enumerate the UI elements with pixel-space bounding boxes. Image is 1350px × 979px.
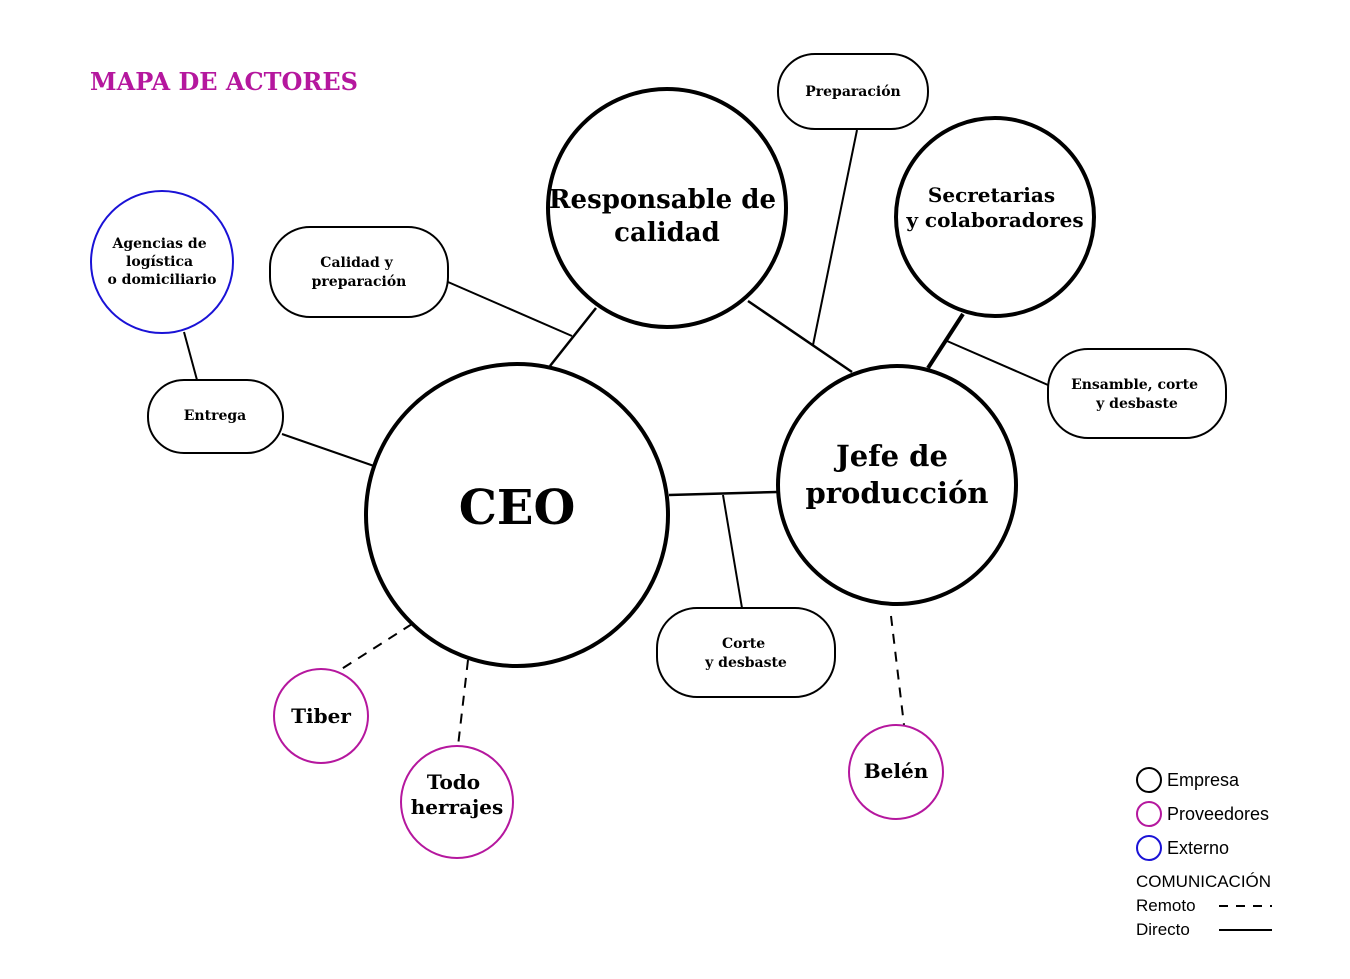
legend-proveedores-label: Proveedores bbox=[1167, 804, 1269, 824]
legend-remoto-label: Remoto bbox=[1136, 896, 1196, 915]
legend-directo-label: Directo bbox=[1136, 920, 1190, 939]
edge-ceo-todo bbox=[457, 659, 469, 747]
pill-ensamble: Ensamble, corte y desbaste bbox=[1047, 348, 1227, 439]
edge-entrega-agencias bbox=[183, 331, 198, 381]
legend: Empresa Proveedores Externo COMUNICACIÓN… bbox=[1136, 767, 1272, 939]
edge-responsable-jefe bbox=[747, 299, 853, 374]
legend-empresa-label: Empresa bbox=[1167, 770, 1240, 790]
tiber-circle bbox=[273, 668, 369, 764]
responsable-line-2: calidad bbox=[614, 218, 720, 248]
ensamble-line-2: y desbaste bbox=[1095, 396, 1178, 412]
secretarias-line-2: y colaboradores bbox=[905, 208, 1083, 232]
remote-connections bbox=[339, 615, 905, 747]
pill-entrega: Entrega bbox=[147, 379, 284, 454]
jefe-line-1: Jefe de bbox=[833, 439, 948, 473]
todo-label: Todo herrajes bbox=[411, 770, 504, 819]
calidad-line-1: Calidad y bbox=[320, 255, 393, 271]
jefe-line-2: producción bbox=[805, 476, 988, 510]
edge-corte-label bbox=[722, 494, 743, 609]
calidad-pill-shape bbox=[269, 226, 449, 318]
jefe-circle bbox=[776, 364, 1018, 606]
secretarias-circle bbox=[894, 116, 1096, 318]
preparacion-pill-shape bbox=[777, 53, 929, 130]
edge-preparacion-label bbox=[812, 129, 858, 346]
responsable-circle bbox=[546, 87, 788, 329]
ceo-circle bbox=[364, 362, 670, 668]
node-ceo: CEO bbox=[364, 362, 670, 668]
edge-ensamble-label bbox=[946, 340, 1049, 386]
todo-line-2: herrajes bbox=[411, 795, 504, 819]
edge-calidad-label bbox=[447, 281, 573, 337]
preparacion-label: Preparación bbox=[805, 84, 900, 100]
calidad-label: Calidad y preparación bbox=[312, 255, 407, 290]
edge-ceo-tiber bbox=[339, 623, 413, 671]
pill-calidad-preparacion: Calidad y preparación bbox=[269, 226, 449, 318]
edge-ceo-jefe bbox=[668, 490, 778, 497]
secretarias-line-1: Secretarias bbox=[928, 183, 1055, 207]
ceo-label: CEO bbox=[459, 480, 576, 536]
calidad-line-2: preparación bbox=[312, 274, 407, 290]
responsable-line-1: Responsable de bbox=[549, 185, 776, 215]
todo-circle bbox=[400, 745, 514, 859]
direct-connections bbox=[183, 129, 1049, 609]
secretarias-label: Secretarias y colaboradores bbox=[905, 183, 1083, 232]
edge-jefe-belen bbox=[890, 615, 905, 726]
legend-empresa-swatch bbox=[1136, 767, 1162, 793]
agencias-label: Agencias de logística o domiciliario bbox=[107, 236, 216, 288]
agencias-line-3: o domiciliario bbox=[107, 272, 216, 288]
pill-preparacion: Preparación bbox=[777, 53, 929, 130]
tiber-label: Tiber bbox=[291, 704, 351, 728]
page-title: MAPA DE ACTORES bbox=[90, 67, 358, 96]
node-agencias: Agencias de logística o domiciliario bbox=[90, 190, 234, 334]
belen-label: Belén bbox=[864, 759, 929, 783]
node-secretarias: Secretarias y colaboradores bbox=[894, 116, 1096, 318]
corte-line-2: y desbaste bbox=[704, 655, 787, 671]
todo-line-1: Todo bbox=[427, 770, 480, 794]
node-tiber: Tiber bbox=[273, 668, 369, 764]
ensamble-label: Ensamble, corte y desbaste bbox=[1071, 377, 1203, 412]
agencias-line-1: Agencias de bbox=[112, 236, 207, 252]
node-responsable-calidad: Responsable de calidad bbox=[546, 87, 788, 329]
node-jefe-produccion: Jefe de producción bbox=[776, 364, 1018, 606]
corte-label: Corte y desbaste bbox=[704, 636, 787, 671]
edge-ceo-responsable bbox=[549, 307, 597, 367]
legend-externo-label: Externo bbox=[1167, 838, 1229, 858]
responsable-label: Responsable de calidad bbox=[549, 185, 785, 248]
legend-externo-swatch bbox=[1136, 835, 1162, 861]
node-todo-herrajes: Todo herrajes bbox=[400, 745, 514, 859]
pill-corte: Corte y desbaste bbox=[656, 607, 836, 698]
jefe-label: Jefe de producción bbox=[805, 439, 988, 510]
legend-comunicacion-heading: COMUNICACIÓN bbox=[1136, 872, 1271, 891]
entrega-pill-shape bbox=[147, 379, 284, 454]
edge-jefe-secretarias bbox=[926, 312, 965, 370]
legend-proveedores-swatch bbox=[1136, 801, 1162, 827]
corte-pill-shape bbox=[656, 607, 836, 698]
ensamble-line-1: Ensamble, corte bbox=[1071, 377, 1198, 393]
ensamble-pill-shape bbox=[1047, 348, 1227, 439]
belen-circle bbox=[848, 724, 944, 820]
node-belen: Belén bbox=[848, 724, 944, 820]
entrega-label: Entrega bbox=[184, 408, 246, 424]
agencias-line-2: logística bbox=[126, 254, 193, 270]
corte-line-1: Corte bbox=[722, 636, 765, 652]
agencias-circle bbox=[90, 190, 234, 334]
edge-ceo-entrega bbox=[281, 433, 375, 467]
